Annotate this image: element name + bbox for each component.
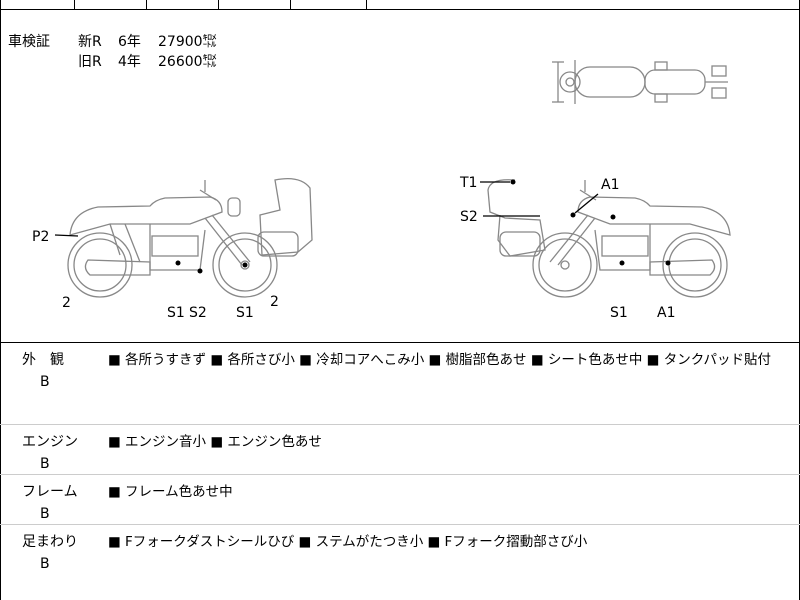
section-grade: B xyxy=(40,556,50,572)
section-grade: B xyxy=(40,456,50,472)
section-frame: フレーム B ■ フレーム色あせ中 xyxy=(0,474,800,525)
label-a1-top: A1 xyxy=(601,177,619,193)
motorcycle-left-view xyxy=(54,177,313,298)
motorcycle-top-view xyxy=(552,60,728,104)
damage-diagram: 車検証 新R 6年 27900㌖ 旧R 4年 26600㌖ xyxy=(0,9,800,343)
label-2-right-wheel: 2 xyxy=(270,294,279,310)
inspection-km: 26600㌖ xyxy=(158,54,217,70)
section-suspension: 足まわり B ■ Fフォークダストシールひび ■ ステムがたつき小 ■ Fフォー… xyxy=(0,524,800,600)
section-engine: エンジン B ■ エンジン音小 ■ エンジン色あせ xyxy=(0,424,800,475)
label-s1-left-b: S1 xyxy=(236,305,254,321)
inspection-years: 6年 xyxy=(118,34,141,50)
section-grade: B xyxy=(40,506,50,522)
section-notes: ■ エンジン音小 ■ エンジン色あせ xyxy=(108,434,322,450)
section-name: フレーム xyxy=(22,484,78,500)
inspection-years: 4年 xyxy=(118,54,141,70)
motorcycle-diagrams: P2 2 S1 S2 S1 2 T1 A1 S2 S1 A1 xyxy=(32,60,731,321)
label-s1-right: S1 xyxy=(610,305,628,321)
label-a1-bottom: A1 xyxy=(657,305,675,321)
section-name: エンジン xyxy=(22,434,78,450)
section-notes: ■ フレーム色あせ中 xyxy=(108,484,233,500)
section-name: 足まわり xyxy=(22,534,78,550)
inspection-row-new: 車検証 新R 6年 27900㌖ xyxy=(8,32,217,52)
left-border xyxy=(0,0,1,600)
motorcycle-right-view xyxy=(480,179,731,298)
inspection-row-old: 旧R 4年 26600㌖ xyxy=(8,52,217,72)
top-table-strip xyxy=(0,0,800,10)
label-s2-left: S2 xyxy=(189,305,207,321)
label-p2: P2 xyxy=(32,229,49,245)
inspection-type: 旧R xyxy=(78,54,102,70)
label-t1: T1 xyxy=(459,175,477,191)
inspection-km: 27900㌖ xyxy=(158,34,217,50)
inspection-info: 車検証 新R 6年 27900㌖ 旧R 4年 26600㌖ xyxy=(8,32,217,72)
section-grade: B xyxy=(40,374,50,390)
section-notes: ■ 各所うすきず ■ 各所さび小 ■ 冷却コアへこみ小 ■ 樹脂部色あせ ■ シ… xyxy=(108,352,772,368)
section-exterior: 外 観 B ■ 各所うすきず ■ 各所さび小 ■ 冷却コアへこみ小 ■ 樹脂部色… xyxy=(0,342,800,425)
label-2-left: 2 xyxy=(62,295,71,311)
section-name: 外 観 xyxy=(22,352,64,368)
label-s1-left: S1 xyxy=(167,305,185,321)
label-s2-right: S2 xyxy=(460,209,478,225)
inspection-type: 新R xyxy=(78,34,102,50)
section-notes: ■ Fフォークダストシールひび ■ ステムがたつき小 ■ Fフォーク摺動部さび小 xyxy=(108,534,588,550)
inspection-label: 車検証 xyxy=(8,34,50,50)
